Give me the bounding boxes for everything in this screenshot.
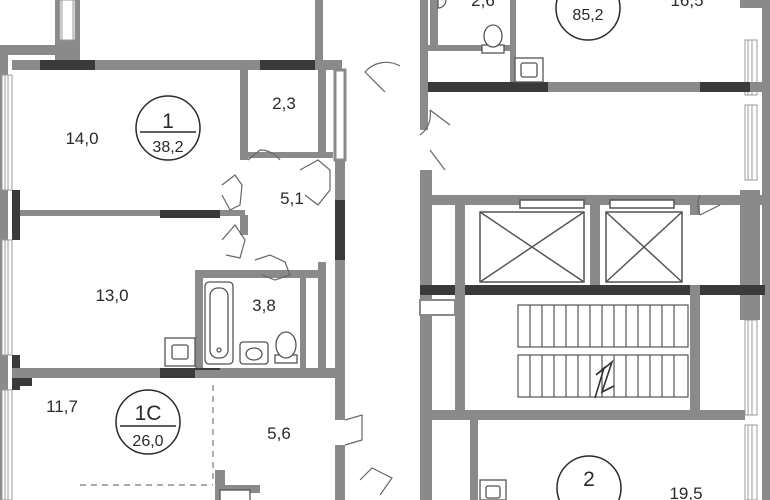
left-windows	[1, 74, 13, 500]
room-area-label: 14,0	[65, 129, 98, 148]
elevator-1	[479, 199, 585, 283]
kitchen-sink-icon	[164, 337, 196, 367]
sink-bottom-icon	[479, 479, 507, 500]
room-area-label: 2,3	[272, 94, 296, 113]
apartment-number: 1С	[135, 402, 162, 425]
apartment-number: 2	[583, 468, 595, 491]
sink-top-icon	[514, 57, 544, 83]
apartment-total-area: 26,0	[132, 433, 163, 450]
room-area-label: 16,5	[670, 0, 703, 10]
stairs	[517, 304, 689, 399]
doors	[221, 61, 721, 496]
room-area-label: 11,7	[46, 397, 78, 416]
apartment-total-area: 38,2	[152, 139, 183, 156]
elevator-2	[605, 199, 683, 283]
apartment-badge-1c: 1С 26,0	[115, 389, 181, 455]
toilet-top-icon	[481, 24, 505, 54]
top-room-door-icon	[437, 0, 447, 9]
interior-walls-right	[419, 0, 768, 500]
sink-icon	[239, 341, 269, 365]
room-area-label: 5,1	[280, 189, 304, 208]
toilet-icon	[274, 331, 298, 364]
room-area-label: 5,6	[267, 424, 291, 443]
room-area-label: 3,8	[252, 296, 276, 315]
apartment-number: 1	[162, 110, 174, 133]
room-area-label: 19,5	[669, 484, 702, 500]
apartment-total-area: 85,2	[572, 7, 603, 24]
bathtub-icon	[204, 281, 234, 365]
room-area-label: 13,0	[95, 286, 128, 305]
apartment-badge-top: 85,2	[555, 0, 621, 41]
sink-bottom-left-icon	[219, 489, 251, 500]
interior-walls-left	[12, 0, 347, 500]
room-area-label: 2,6	[471, 0, 495, 10]
right-windows	[744, 39, 758, 500]
apartment-badge-1: 1 38,2	[135, 95, 201, 161]
apartment-badge-2: 2	[556, 455, 622, 500]
